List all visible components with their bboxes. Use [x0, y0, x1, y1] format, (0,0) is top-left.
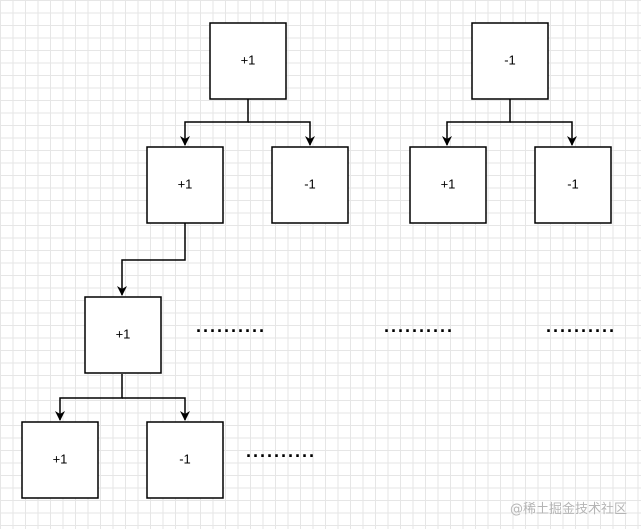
edge-level3-plus-to-level4-minus [122, 397, 190, 421]
edge-left-child-plus-to-level3-plus [117, 223, 186, 296]
node-level4-plus: +1 [21, 421, 99, 499]
node-label: +1 [178, 176, 193, 191]
node-left-child-plus: +1 [146, 146, 224, 224]
edge-root-left-to-left-child-minus [248, 121, 315, 146]
node-level4-minus: -1 [146, 421, 224, 499]
edge-level3-plus-to-level4-plus [55, 374, 123, 421]
node-right-child-minus: -1 [534, 146, 612, 224]
node-label: -1 [304, 176, 316, 191]
ellipsis-level4: ·········· [246, 446, 316, 466]
edge-root-left-to-left-child-plus [180, 99, 249, 146]
edge-root-right-to-right-child-minus [510, 121, 577, 146]
edge-root-right-to-right-child-plus [442, 99, 511, 146]
node-label: -1 [567, 176, 579, 191]
ellipsis-level3-a: ·········· [196, 321, 266, 341]
node-root-right: -1 [471, 22, 549, 100]
watermark-text: @稀土掘金技术社区 [509, 502, 627, 517]
node-left-child-minus: -1 [271, 146, 349, 224]
node-right-child-plus: +1 [409, 146, 487, 224]
node-label: +1 [441, 176, 456, 191]
ellipsis-level3-b: ·········· [384, 321, 454, 341]
node-root-left: +1 [209, 22, 287, 100]
node-label: -1 [179, 451, 191, 466]
node-label: -1 [504, 52, 516, 67]
ellipsis-level3-c: ·········· [546, 321, 616, 341]
node-level3-plus: +1 [84, 296, 162, 374]
edges [55, 99, 577, 421]
node-label: +1 [53, 451, 68, 466]
node-label: +1 [241, 52, 256, 67]
node-label: +1 [116, 326, 131, 341]
